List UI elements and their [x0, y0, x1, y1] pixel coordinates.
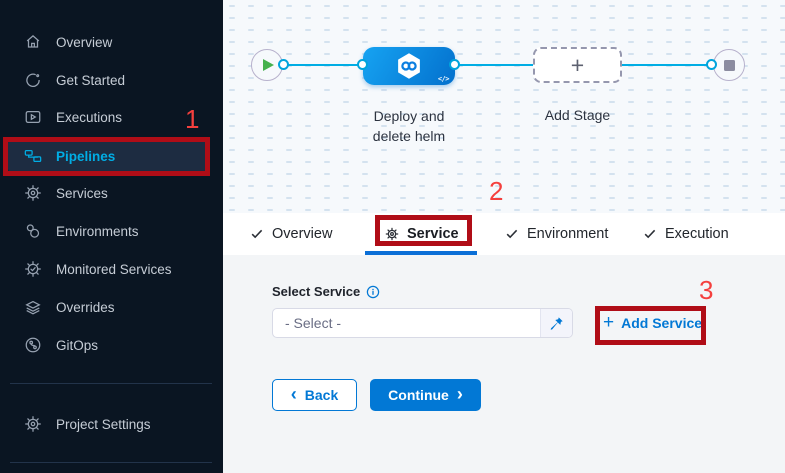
cd-hexagon-icon — [394, 51, 424, 81]
tab-environment[interactable]: Environment — [505, 213, 608, 255]
sidebar-divider — [10, 383, 212, 384]
info-icon[interactable] — [366, 285, 380, 299]
sidebar-item-monitored-services[interactable]: Monitored Services — [0, 252, 223, 286]
chevron-right-icon: › — [456, 384, 463, 404]
active-tab-indicator — [365, 251, 477, 255]
services-icon — [24, 184, 42, 202]
check-icon — [643, 227, 657, 241]
play-icon — [263, 59, 274, 71]
select-service-label: Select Service — [272, 284, 380, 299]
add-stage-label: Add Stage — [544, 107, 611, 123]
back-button-label: Back — [304, 387, 339, 403]
sidebar-item-executions[interactable]: Executions — [0, 100, 223, 134]
back-button[interactable]: ‹ Back — [272, 379, 357, 411]
connector-dot — [357, 59, 368, 70]
home-icon — [24, 33, 42, 51]
sidebar-item-label: Overview — [56, 34, 113, 50]
sidebar-item-label: Environments — [56, 223, 139, 239]
sidebar-item-get-started[interactable]: Get Started — [0, 63, 223, 97]
sidebar-item-label: Executions — [56, 109, 123, 125]
tab-overview[interactable]: Overview — [250, 213, 332, 255]
connector-dot — [706, 59, 717, 70]
gear-icon — [385, 227, 399, 241]
sidebar-divider — [10, 462, 212, 463]
monitored-services-icon — [24, 260, 42, 278]
sidebar-item-label: Overrides — [56, 299, 115, 315]
add-service-button[interactable]: + Add Service — [603, 312, 703, 333]
stage-name-line2: delete helm — [372, 128, 446, 144]
connector-dot — [449, 59, 460, 70]
add-service-label: Add Service — [621, 315, 703, 331]
sidebar-item-overrides[interactable]: Overrides — [0, 290, 223, 324]
connector-dot — [278, 59, 289, 70]
tab-execution[interactable]: Execution — [643, 213, 729, 255]
sidebar-item-environments[interactable]: Environments — [0, 214, 223, 248]
stage-config-tabbar: Overview Service Environment Execution — [223, 213, 785, 255]
sidebar-item-label: GitOps — [56, 337, 99, 353]
check-icon — [505, 227, 519, 241]
select-service-label-text: Select Service — [272, 284, 361, 299]
sidebar-item-project-settings[interactable]: Project Settings — [0, 407, 223, 441]
stage-name-line1: Deploy and — [373, 108, 445, 124]
continue-button-label: Continue — [388, 387, 449, 403]
tab-service[interactable]: Service — [385, 213, 459, 255]
continue-button[interactable]: Continue › — [370, 379, 481, 411]
pipeline-canvas: </> Deploy and delete helm + Add Stage — [223, 0, 785, 213]
gitops-icon — [24, 336, 42, 354]
sidebar-item-label: Get Started — [56, 72, 126, 88]
tab-label: Overview — [272, 226, 333, 242]
sidebar-item-label: Project Settings — [56, 416, 151, 432]
sidebar-item-services[interactable]: Services — [0, 176, 223, 210]
chevron-left-icon: ‹ — [290, 384, 297, 404]
service-select-value: - Select - — [285, 315, 342, 331]
plus-icon: + — [570, 51, 585, 78]
overrides-icon — [24, 298, 42, 316]
tab-label: Execution — [665, 226, 729, 242]
tab-label: Service — [407, 226, 459, 242]
sidebar-item-pipelines[interactable]: Pipelines — [8, 139, 210, 173]
sidebar-item-gitops[interactable]: GitOps — [0, 328, 223, 362]
service-form: Select Service - Select - + Add Service … — [223, 255, 785, 473]
gear-icon — [24, 415, 42, 433]
pipeline-connector-line — [278, 64, 712, 66]
sidebar-item-label: Monitored Services — [56, 261, 172, 277]
plus-icon: + — [603, 312, 615, 333]
code-icon: </> — [437, 75, 450, 83]
service-select-input[interactable]: - Select - — [272, 308, 573, 338]
stop-icon — [723, 59, 735, 71]
pin-icon — [549, 316, 564, 331]
get-started-icon — [24, 71, 42, 89]
environments-icon — [24, 222, 42, 240]
pipeline-start-node[interactable] — [251, 49, 283, 81]
sidebar-item-label: Services — [56, 185, 108, 201]
sidebar-item-label: Pipelines — [56, 148, 116, 164]
pipeline-end-node[interactable] — [713, 49, 745, 81]
sidebar: Overview Get Started Executions Pipeline… — [0, 0, 223, 473]
executions-icon — [24, 108, 42, 126]
stage-node-deploy[interactable]: </> — [363, 47, 455, 85]
pin-toggle-button[interactable] — [540, 309, 572, 337]
check-icon — [250, 227, 264, 241]
add-stage-button[interactable]: + — [533, 47, 622, 83]
tab-label: Environment — [527, 226, 609, 242]
stage-name: Deploy and delete helm — [363, 106, 455, 146]
sidebar-item-overview[interactable]: Overview — [0, 25, 223, 59]
pipelines-icon — [24, 147, 42, 165]
